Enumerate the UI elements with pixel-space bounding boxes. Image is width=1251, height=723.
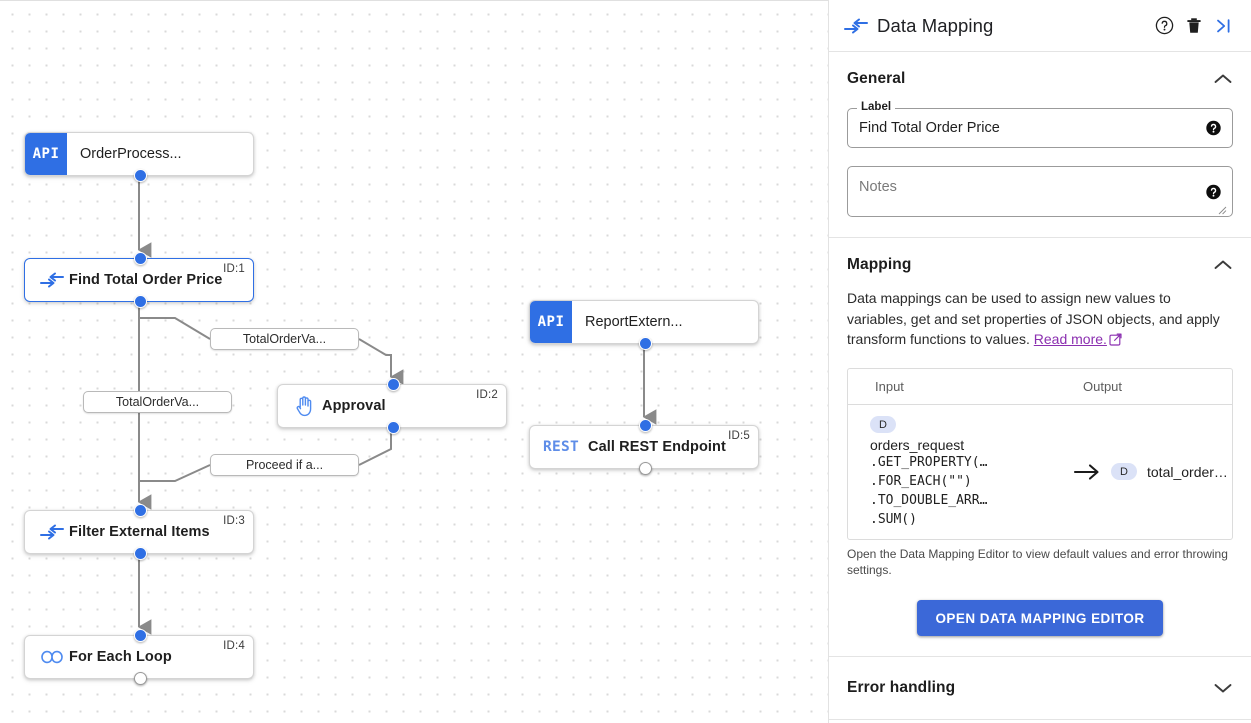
node-title: ReportExtern... bbox=[585, 314, 683, 330]
label-field-value: Find Total Order Price bbox=[859, 120, 1000, 136]
input-function-line: .SUM() bbox=[870, 512, 917, 527]
output-variable-name: total_order… bbox=[1147, 463, 1228, 480]
workflow-node-filter-external-items[interactable]: Filter External Items ID:3 bbox=[24, 504, 254, 560]
section-mapping-header[interactable]: Mapping bbox=[847, 256, 1233, 274]
workflow-node-reportextern[interactable]: API ReportExtern... bbox=[529, 300, 759, 350]
workflow-node-approval[interactable]: Approval ID:2 bbox=[277, 378, 507, 434]
section-error-handling-header[interactable]: Error handling bbox=[847, 679, 1233, 697]
node-id-label: ID:4 bbox=[223, 640, 245, 652]
loop-icon bbox=[35, 650, 69, 664]
trash-icon[interactable] bbox=[1179, 11, 1209, 41]
arrow-right-icon bbox=[1063, 462, 1111, 482]
canvas-top-divider bbox=[0, 0, 828, 1]
input-function-line: .FOR_EACH("") bbox=[870, 474, 972, 489]
label-field[interactable]: Label Find Total Order Price bbox=[847, 101, 1233, 148]
column-header-output: Output bbox=[1083, 378, 1123, 394]
node-port-bottom[interactable] bbox=[134, 295, 147, 308]
type-badge: D bbox=[870, 416, 896, 433]
mapping-description: Data mappings can be used to assign new … bbox=[847, 288, 1233, 352]
properties-panel: Data Mapping bbox=[828, 0, 1251, 723]
workflow-node-find-total-order-price[interactable]: Find Total Order Price ID:1 bbox=[24, 252, 254, 308]
notes-placeholder: Notes bbox=[859, 179, 897, 195]
read-more-link[interactable]: Read more. bbox=[1033, 331, 1107, 347]
node-port-bottom[interactable] bbox=[134, 169, 147, 182]
notes-field[interactable]: Notes bbox=[847, 166, 1233, 217]
data-mapping-icon bbox=[35, 272, 69, 288]
help-circle-icon[interactable] bbox=[1149, 11, 1179, 41]
node-port-top[interactable] bbox=[134, 252, 147, 265]
workflow-canvas[interactable]: API OrderProcess... Find Total Order Pri… bbox=[0, 0, 828, 723]
help-filled-icon[interactable] bbox=[1206, 184, 1221, 199]
node-title: OrderProcess... bbox=[80, 146, 182, 162]
panel-header: Data Mapping bbox=[829, 0, 1251, 52]
edge-label-totalordervalue-2[interactable]: TotalOrderVa... bbox=[83, 391, 232, 413]
chevron-down-icon[interactable] bbox=[1213, 682, 1233, 694]
section-mapping: Mapping Data mappings can be used to ass… bbox=[829, 238, 1251, 657]
node-port-bottom[interactable] bbox=[639, 462, 652, 475]
section-title: Error handling bbox=[847, 679, 956, 696]
edge-label-proceed-if-approved[interactable]: Proceed if a... bbox=[210, 454, 359, 476]
section-title: Mapping bbox=[847, 256, 912, 273]
section-general-header[interactable]: General bbox=[847, 70, 1233, 88]
mapping-description-text: Data mappings can be used to assign new … bbox=[847, 290, 1220, 347]
edge-label-totalordervalue-1[interactable]: TotalOrderVa... bbox=[210, 328, 359, 350]
page-title: Data Mapping bbox=[877, 14, 994, 36]
resize-handle-icon[interactable] bbox=[1217, 202, 1227, 215]
input-variable-name: orders_request bbox=[870, 437, 965, 453]
rest-badge: REST bbox=[542, 439, 580, 455]
api-badge: API bbox=[530, 301, 572, 343]
type-badge: D bbox=[1111, 463, 1137, 481]
table-row[interactable]: D orders_request .GET_PROPERTY(… .FOR_EA… bbox=[848, 405, 1232, 540]
node-port-bottom[interactable] bbox=[134, 672, 147, 685]
mapping-output-cell: D total_order… bbox=[1111, 463, 1232, 481]
workflow-node-call-rest-endpoint[interactable]: REST Call REST Endpoint ID:5 bbox=[529, 419, 759, 475]
label-field-legend: Label bbox=[857, 101, 896, 113]
node-id-label: ID:1 bbox=[223, 263, 245, 275]
chevron-up-icon[interactable] bbox=[1213, 73, 1233, 85]
external-link-icon[interactable] bbox=[1109, 331, 1122, 352]
section-title: General bbox=[847, 70, 906, 87]
node-title: For Each Loop bbox=[69, 649, 172, 665]
data-mapping-icon bbox=[35, 524, 69, 540]
node-port-bottom[interactable] bbox=[387, 421, 400, 434]
data-mapping-icon bbox=[839, 18, 873, 34]
open-data-mapping-editor-button[interactable]: OPEN DATA MAPPING EDITOR bbox=[917, 600, 1163, 636]
node-id-label: ID:3 bbox=[223, 515, 245, 527]
mapping-table: Input Output D orders_request .GET_PROPE… bbox=[847, 367, 1233, 540]
section-error-handling: Error handling bbox=[829, 657, 1251, 720]
collapse-right-icon[interactable] bbox=[1209, 11, 1239, 41]
edge-layer bbox=[137, 176, 657, 635]
node-id-label: ID:5 bbox=[728, 430, 750, 442]
api-badge: API bbox=[25, 133, 67, 175]
column-header-input: Input bbox=[875, 378, 904, 394]
node-port-top[interactable] bbox=[387, 378, 400, 391]
node-id-label: ID:2 bbox=[476, 389, 498, 401]
input-function-line: .TO_DOUBLE_ARR… bbox=[870, 493, 988, 508]
node-title: Call REST Endpoint bbox=[588, 439, 726, 455]
node-port-top[interactable] bbox=[134, 504, 147, 517]
help-filled-icon[interactable] bbox=[1206, 120, 1221, 136]
hand-icon bbox=[288, 395, 322, 417]
input-function-line: .GET_PROPERTY(… bbox=[870, 455, 988, 470]
mapping-note: Open the Data Mapping Editor to view def… bbox=[847, 547, 1228, 577]
node-title: Filter External Items bbox=[69, 524, 210, 540]
section-general: General Label Find Total Order Price N bbox=[829, 52, 1251, 238]
node-title: Find Total Order Price bbox=[69, 272, 223, 288]
node-port-bottom[interactable] bbox=[639, 337, 652, 350]
workflow-node-for-each-loop[interactable]: For Each Loop ID:4 bbox=[24, 629, 254, 685]
chevron-up-icon[interactable] bbox=[1213, 259, 1233, 271]
mapping-input-cell: D orders_request .GET_PROPERTY(… .FOR_EA… bbox=[848, 415, 1063, 530]
mapping-table-header: Input Output bbox=[848, 369, 1232, 405]
node-port-bottom[interactable] bbox=[134, 547, 147, 560]
workflow-node-orderprocess[interactable]: API OrderProcess... bbox=[24, 132, 254, 182]
node-port-top[interactable] bbox=[639, 419, 652, 432]
node-title: Approval bbox=[322, 398, 386, 414]
node-port-top[interactable] bbox=[134, 629, 147, 642]
